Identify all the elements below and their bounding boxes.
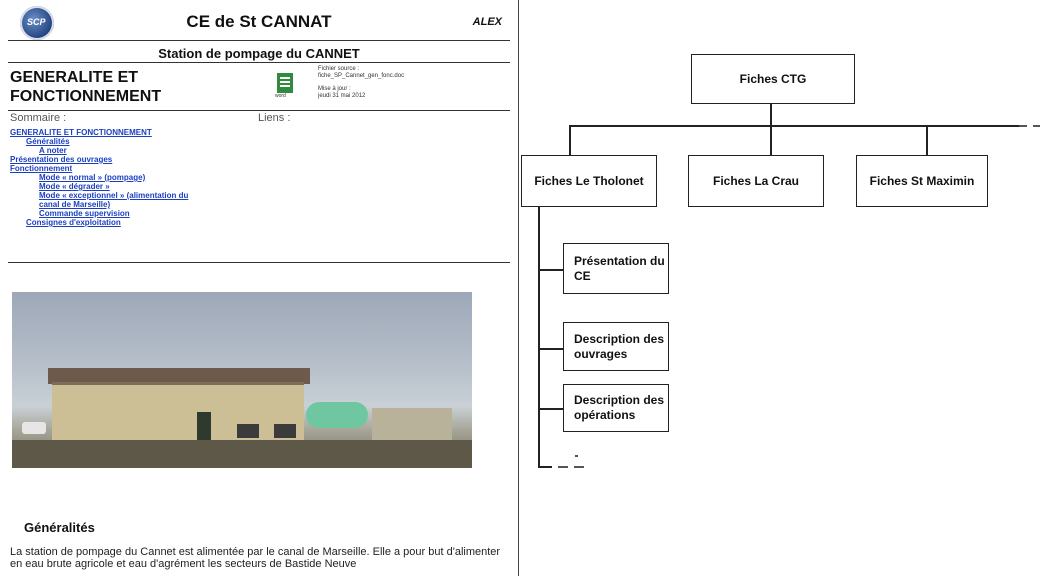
section-title: GENERALITE ET FONCTIONNEMENT [10, 69, 162, 105]
org-sub-dash-tick [575, 455, 578, 457]
org-child-connector-3 [926, 125, 928, 155]
table-of-contents: GENERALITE ET FONCTIONNEMENT Généralités… [10, 128, 188, 227]
toc-link[interactable]: Présentation des ouvrages [10, 155, 113, 164]
org-root-connector [770, 104, 772, 126]
org-child-tholonet: Fiches Le Tholonet [521, 155, 657, 207]
org-sub-label-line: ouvrages [574, 346, 628, 361]
org-sub-branch-3 [538, 408, 563, 410]
source-label: Fichier source : [318, 66, 360, 72]
toc-link[interactable]: GENERALITE ET FONCTIONNEMENT [10, 128, 152, 137]
document-header-title: CE de St CANNAT [186, 12, 332, 31]
generalites-heading: Généralités [24, 520, 95, 535]
org-sub-label-line: opérations [574, 408, 636, 422]
org-dash-1 [1019, 125, 1027, 127]
toc-link[interactable]: Consignes d'exploitation [26, 218, 121, 227]
document-author: ALEX [472, 16, 502, 28]
update-date: jeudi 31 mai 2012 [318, 93, 366, 99]
update-label: Mise à jour : [318, 86, 351, 92]
org-sub-branch-1 [538, 269, 563, 271]
logo-text: SCP [27, 17, 46, 27]
org-child-label: Fiches Le Tholonet [534, 174, 644, 188]
toc-link[interactable]: Généralités [26, 137, 70, 146]
panel-divider [518, 0, 519, 576]
org-sub-dash-1 [558, 466, 568, 468]
document-preview: SCP CE de St CANNAT ALEX Station de pomp… [0, 0, 518, 576]
toc-link[interactable]: Fonctionnement [10, 164, 73, 173]
file-icon-caption: word [275, 93, 286, 99]
sommaire-label: Sommaire : [10, 112, 67, 124]
org-sub-branch-end [538, 466, 552, 468]
generalites-paragraph: La station de pompage du Cannet est alim… [10, 546, 501, 570]
pumping-station-photo [12, 292, 472, 468]
org-root-box: Fiches CTG [691, 54, 855, 104]
org-dash-2 [1033, 125, 1040, 127]
org-root-label: Fiches CTG [739, 72, 807, 86]
org-sub-label-line: CE [574, 268, 591, 283]
toc-link[interactable]: Mode « dégrader » [39, 182, 110, 191]
org-sub-label-line: Description des [574, 331, 665, 346]
org-child-la-crau: Fiches La Crau [688, 155, 824, 207]
org-child-st-maximin: Fiches St Maximin [856, 155, 988, 207]
file-metadata: Fichier source : fiche_SP_Cannet_gen_fon… [318, 66, 508, 100]
org-sub-branch-2 [538, 348, 563, 350]
toc-link[interactable]: Mode « exceptionnel » (alimentation du [39, 191, 189, 200]
toc-link[interactable]: canal de Marseille) [39, 200, 111, 209]
toc-link[interactable]: A noter [39, 146, 67, 155]
toc-link[interactable]: Commande supervision [39, 209, 130, 218]
org-sub-vertical [538, 207, 540, 467]
company-logo: SCP [20, 6, 54, 40]
org-sub-dash-2 [574, 466, 584, 468]
toc-divider [8, 262, 510, 263]
org-child-connector-2 [770, 125, 772, 155]
meta-divider [8, 110, 510, 111]
word-file-icon[interactable]: word [275, 73, 297, 99]
source-file: fiche_SP_Cannet_gen_fonc.doc [318, 73, 405, 79]
org-sub-box-operations: Description des opérations [563, 384, 669, 432]
liens-label: Liens : [258, 112, 291, 124]
document-subtitle: Station de pompage du CANNET [158, 46, 360, 61]
org-chart-panel: Fiches CTG Fiches Le Tholonet Fiches La … [519, 0, 1040, 576]
org-child-label: Fiches St Maximin [869, 174, 975, 188]
org-sub-box-ouvrages: Description des ouvrages [563, 322, 669, 371]
org-child-connector-1 [569, 125, 571, 155]
header-divider [8, 40, 510, 41]
org-sub-box-presentation: Présentation du CE [563, 243, 669, 294]
org-horizontal-connector [569, 125, 1026, 127]
org-child-label: Fiches La Crau [712, 174, 800, 188]
org-sub-label-line: Présentation du [574, 253, 665, 268]
subtitle-divider [8, 62, 510, 63]
toc-link[interactable]: Mode « normal » (pompage) [39, 173, 146, 182]
org-chart: Fiches CTG Fiches Le Tholonet Fiches La … [519, 0, 1040, 576]
org-sub-label-line: Description des [574, 393, 665, 407]
